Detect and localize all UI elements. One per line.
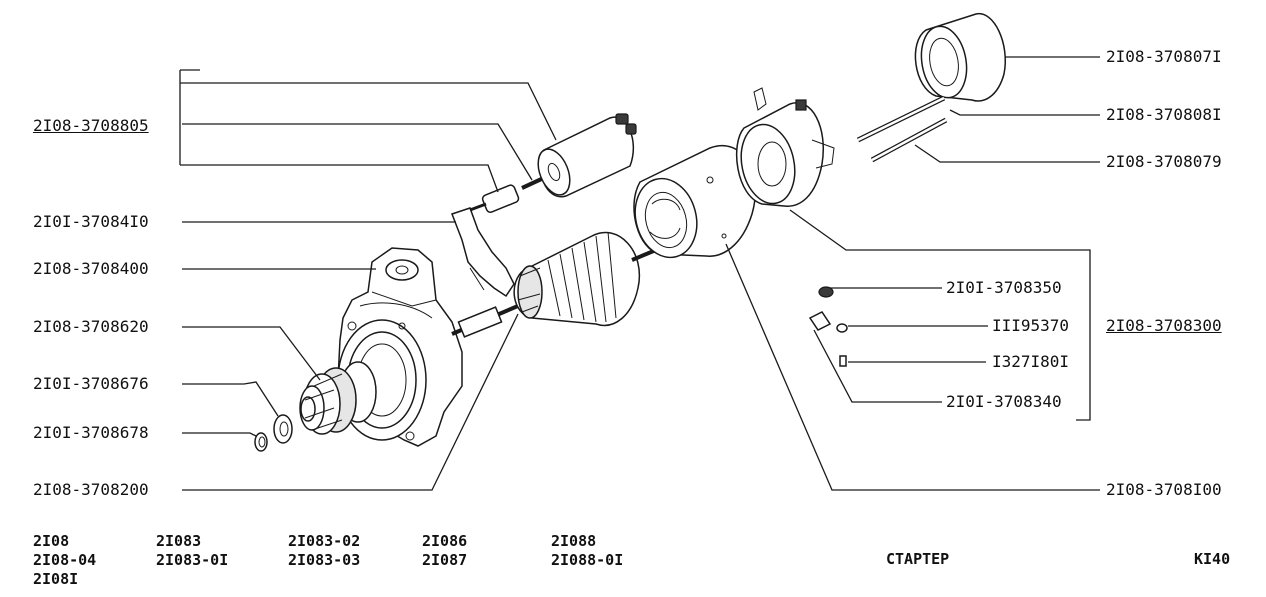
drive-pinion [299,361,377,435]
model-code: 2I083-02 [288,532,361,550]
tie-rod [870,117,948,163]
leader-lines-left [179,69,557,491]
label-2108-3708081: 2I08-370808I [1106,105,1222,124]
brush-spring [818,286,834,298]
label-2108-3708071: 2I08-370807I [1106,47,1222,66]
footer-models-col4: 2I086 2I087 [422,532,467,570]
label-2108-3708620: 2I08-3708620 [33,317,149,336]
model-code: 2I08I [33,570,79,588]
label-13271801: I327I80I [992,352,1070,371]
label-111195370: III95370 [992,316,1070,335]
model-code: 2I08-04 [33,551,97,569]
footer-models-col1: 2I08 2I08-04 2I08I [33,532,96,589]
label-2108-3708300: 2I08-3708300 [1106,316,1222,335]
model-code: 2I088-0I [551,551,624,569]
footer-models-col3: 2I083-02 2I083-03 [288,532,360,570]
label-2101-3708410: 2I0I-37084I0 [33,212,149,231]
brush [808,311,848,333]
shift-lever [451,207,515,298]
label-2108-3708200: 2I08-3708200 [33,480,149,499]
label-2101-3708676: 2I0I-3708676 [33,374,149,393]
commutator-end-cover [735,87,835,207]
armature [451,231,657,338]
rear-cap [914,13,1006,102]
model-code: 2I083-03 [288,551,361,569]
stator-yoke [633,145,757,259]
label-2108-3708400: 2I08-3708400 [33,259,149,278]
solenoid-plunger [469,184,520,213]
model-code: 2I088 [551,532,597,550]
label-2101-3708350: 2I0I-3708350 [946,278,1062,297]
solenoid-relay [521,113,637,198]
model-code: 2I086 [422,532,468,550]
model-code: 2I08 [33,532,70,550]
footer-models-col5: 2I088 2I088-0I [551,532,623,570]
screw [839,355,847,367]
page-code: KI40 [1194,550,1231,568]
page-title: СТАРТЕР [886,550,950,568]
label-2101-3708340: 2I0I-3708340 [946,392,1062,411]
label-2108-3708079: 2I08-3708079 [1106,152,1222,171]
footer-models-col2: 2I083 2I083-0I [156,532,228,570]
label-2108-3708805: 2I08-3708805 [33,116,149,135]
model-code: 2I083 [156,532,202,550]
label-2101-3708678: 2I0I-3708678 [33,423,149,442]
tie-bolt [856,95,946,143]
label-2108-3708100: 2I08-3708I00 [1106,480,1222,499]
thrust-washer [273,414,293,444]
model-code: 2I087 [422,551,468,569]
model-code: 2I083-0I [156,551,229,569]
leader-lines-right [725,56,1100,491]
lock-ring [254,432,268,452]
